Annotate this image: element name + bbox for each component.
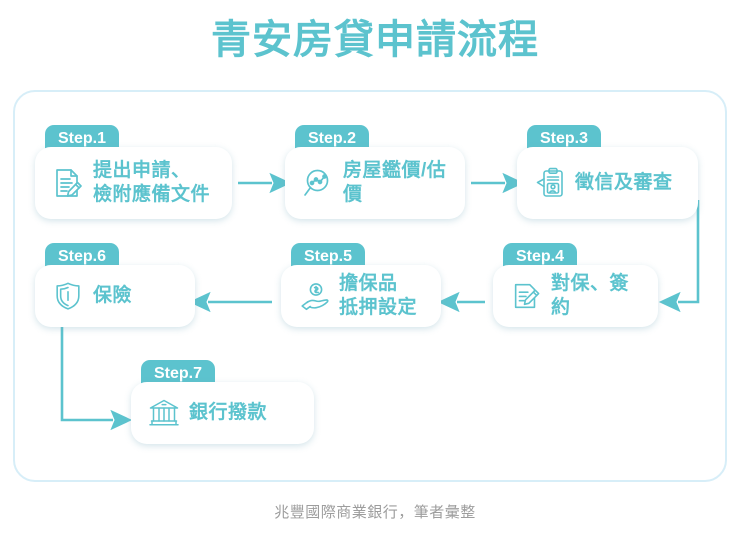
step-1-card[interactable]: 提出申請、 檢附應備文件 xyxy=(35,147,232,219)
step-6-label: 保險 xyxy=(93,285,133,306)
shield-icon xyxy=(49,277,87,315)
step-6-card[interactable]: 保險 xyxy=(35,265,195,327)
step-7-label: 銀行撥款 xyxy=(189,402,268,423)
step-4-card[interactable]: 對保、簽約 xyxy=(493,265,658,327)
signing-document-icon xyxy=(507,277,545,315)
step-5-card[interactable]: 擔保品 抵押設定 xyxy=(281,265,441,327)
page-title: 青安房貸申請流程 xyxy=(211,18,539,62)
hand-coin-icon xyxy=(295,277,333,315)
document-pencil-icon xyxy=(49,164,87,202)
bank-building-icon xyxy=(145,394,183,432)
step-3-label: 徵信及審查 xyxy=(575,172,673,193)
step-7-card[interactable]: 銀行撥款 xyxy=(131,382,314,444)
step-4-label: 對保、簽約 xyxy=(551,273,630,318)
step-2-card[interactable]: 房屋鑑價/估價 xyxy=(285,147,465,219)
magnifier-chart-icon xyxy=(299,164,337,202)
step-5-label: 擔保品 抵押設定 xyxy=(339,273,418,318)
clipboard-person-icon xyxy=(531,164,569,202)
step-1-label: 提出申請、 檢附應備文件 xyxy=(93,160,211,205)
step-3-card[interactable]: 徵信及審查 xyxy=(517,147,698,219)
source-caption: 兆豐國際商業銀行，筆者彙整 xyxy=(274,504,476,521)
step-2-label: 房屋鑑價/估價 xyxy=(343,160,447,205)
